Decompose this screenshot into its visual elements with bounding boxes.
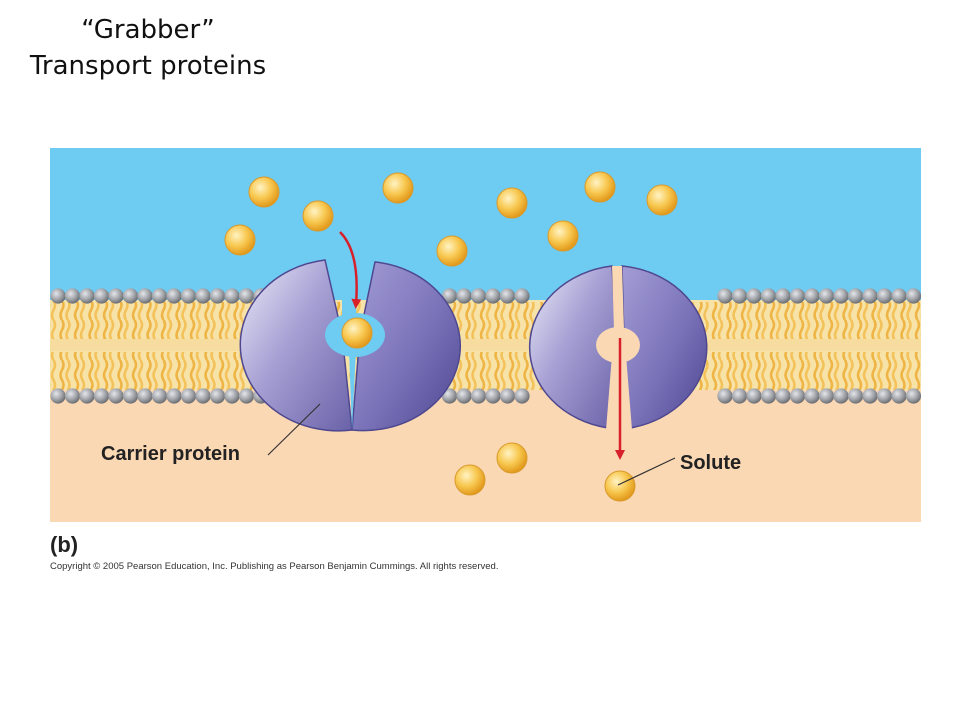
solute-molecule <box>604 470 636 502</box>
solute-molecule <box>496 187 528 219</box>
phospholipid-head-inner <box>108 388 124 404</box>
lipid-bilayer <box>50 288 921 404</box>
title-line-1: “Grabber” <box>81 15 215 45</box>
phospholipid-head-outer <box>79 288 95 304</box>
phospholipid-head-inner <box>717 388 733 404</box>
phospholipid-head-inner <box>847 388 864 404</box>
carrier-protein-label: Carrier protein <box>101 443 240 465</box>
phospholipid-head-outer <box>470 288 487 304</box>
solute-leader <box>617 457 676 486</box>
solute-label: Solute <box>680 452 742 474</box>
phospholipid-head-inner <box>238 388 255 404</box>
solute-molecule <box>496 442 528 474</box>
phospholipid-head-outer <box>137 288 153 304</box>
phospholipid-head-outer <box>731 288 748 304</box>
phospholipid-head-inner <box>833 388 849 404</box>
solute-molecule <box>547 220 579 252</box>
phospholipid-head-outer <box>891 288 907 304</box>
phospholipid-head-outer <box>775 288 791 304</box>
phospholipid-head-inner <box>195 388 211 404</box>
solute-entry-arrow <box>339 231 362 309</box>
phospholipid-head-inner <box>122 388 139 404</box>
phospholipid-head-outer <box>238 288 255 304</box>
solute-molecule <box>382 172 414 204</box>
phospholipid-head-outer <box>876 288 893 304</box>
copyright-notice: Copyright © 2005 Pearson Education, Inc.… <box>50 561 499 572</box>
solute-molecule <box>302 200 334 232</box>
carrier-protein-leader <box>267 403 321 456</box>
phospholipid-head-outer <box>108 288 124 304</box>
phospholipid-head-outer <box>789 288 806 304</box>
phospholipid-head-outer <box>514 288 530 304</box>
phospholipid-head-outer <box>905 288 921 304</box>
phospholipid-head-outer <box>862 288 878 304</box>
phospholipid-head-outer <box>441 288 458 304</box>
phospholipid-head-outer <box>195 288 211 304</box>
phospholipid-head-outer <box>456 288 472 304</box>
phospholipid-head-inner <box>499 388 516 404</box>
phospholipid-head-inner <box>789 388 806 404</box>
phospholipid-head-inner <box>166 388 182 404</box>
phospholipid-head-outer <box>499 288 516 304</box>
solute-molecule <box>584 171 616 203</box>
phospholipid-head-outer <box>151 288 168 304</box>
phospholipid-head-inner <box>818 388 835 404</box>
solute-molecule <box>224 224 256 256</box>
phospholipid-head-inner <box>209 388 226 404</box>
title-line-2: Transport proteins <box>29 51 267 81</box>
phospholipid-head-outer <box>818 288 835 304</box>
phospholipid-head-outer <box>804 288 820 304</box>
phospholipid-head-outer <box>717 288 733 304</box>
panel-label: (b) <box>50 532 79 557</box>
phospholipid-head-outer <box>224 288 240 304</box>
solute-molecule <box>341 317 373 349</box>
phospholipid-head-outer <box>833 288 849 304</box>
phospholipid-head-outer <box>64 288 81 304</box>
phospholipid-head-inner <box>180 388 197 404</box>
phospholipid-head-inner <box>731 388 748 404</box>
phospholipid-head-inner <box>64 388 81 404</box>
phospholipid-head-outer <box>847 288 864 304</box>
phospholipid-head-outer <box>760 288 777 304</box>
phospholipid-head-inner <box>93 388 110 404</box>
phospholipid-head-inner <box>470 388 487 404</box>
phospholipid-head-inner <box>746 388 762 404</box>
phospholipid-head-inner <box>891 388 907 404</box>
solute-molecule <box>454 464 486 496</box>
phospholipid-head-outer <box>166 288 182 304</box>
phospholipid-head-inner <box>760 388 777 404</box>
phospholipid-head-inner <box>441 388 458 404</box>
phospholipid-head-inner <box>485 388 501 404</box>
phospholipid-head-inner <box>514 388 530 404</box>
phospholipid-head-inner <box>50 388 66 404</box>
solute-molecule <box>436 235 468 267</box>
phospholipid-head-outer <box>485 288 501 304</box>
phospholipid-head-inner <box>456 388 472 404</box>
phospholipid-head-inner <box>224 388 240 404</box>
slide-title: “Grabber” Transport proteins <box>0 12 296 84</box>
phospholipid-head-inner <box>137 388 153 404</box>
phospholipid-head-outer <box>180 288 197 304</box>
phospholipid-head-outer <box>122 288 139 304</box>
phospholipid-head-inner <box>151 388 168 404</box>
solute-molecule <box>646 184 678 216</box>
phospholipid-head-inner <box>876 388 893 404</box>
phospholipid-head-inner <box>775 388 791 404</box>
solutes <box>224 171 678 502</box>
phospholipid-head-outer <box>209 288 226 304</box>
phospholipid-head-inner <box>804 388 820 404</box>
phospholipid-head-inner <box>79 388 95 404</box>
phospholipid-head-inner <box>862 388 878 404</box>
solute-molecule <box>248 176 280 208</box>
phospholipid-head-outer <box>746 288 762 304</box>
phospholipid-head-outer <box>93 288 110 304</box>
phospholipid-head-inner <box>905 388 921 404</box>
phospholipid-head-outer <box>50 288 66 304</box>
